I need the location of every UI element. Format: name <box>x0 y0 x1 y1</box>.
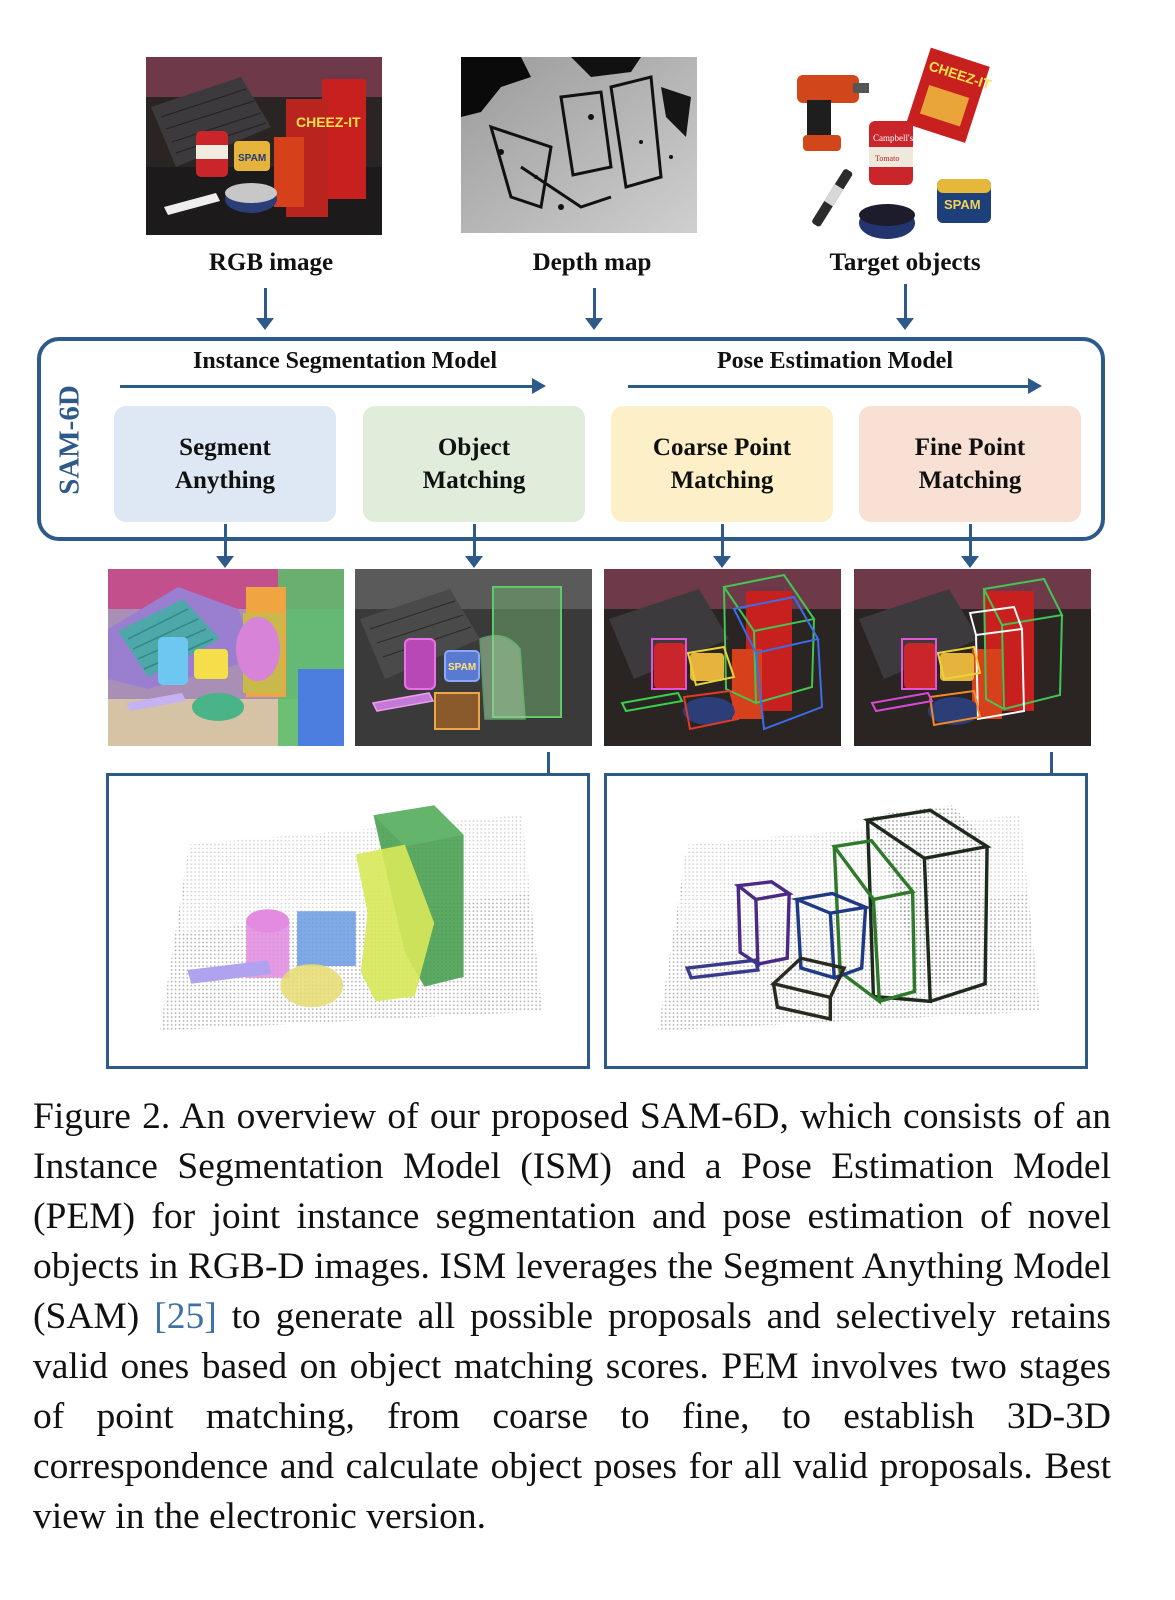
sam6d-framework-box <box>37 337 1105 541</box>
soup-can-object: Campbell's Tomato <box>869 121 914 185</box>
coarse-pose-image <box>604 569 841 746</box>
svg-text:Campbell's: Campbell's <box>873 133 914 143</box>
segment-anything-module: Segment Anything <box>114 406 336 522</box>
object-matching-module: Object Matching <box>363 406 585 522</box>
target-objects-image: CHEEZ-IT Campbell's Tomato SPAM <box>787 45 1002 245</box>
depth-map-label: Depth map <box>532 249 652 276</box>
depth-map <box>461 57 697 233</box>
caption-text-part2: to generate all possible proposals and s… <box>33 1296 1111 1537</box>
spam-text: SPAM <box>238 153 266 164</box>
svg-text:SPAM: SPAM <box>944 197 981 212</box>
citation-link[interactable]: [25] <box>154 1296 217 1337</box>
object-matching-image: SPAM <box>355 569 592 746</box>
marker-object <box>812 169 853 227</box>
caption-text-part1: Figure 2. An overview of our proposed SA… <box>33 1096 1111 1337</box>
cheezit-text: CHEEZ-IT <box>296 114 361 130</box>
tuna-can-object <box>859 204 915 239</box>
ism-pointcloud-panel <box>106 773 590 1069</box>
spam-can-object: SPAM <box>937 179 991 223</box>
ism-title: Instance Segmentation Model <box>193 348 497 374</box>
coarse-point-matching-module: Coarse Point Matching <box>611 406 833 522</box>
rgb-image-label: RGB image <box>208 249 334 276</box>
pem-pointcloud-panel <box>604 773 1088 1069</box>
cheezit-box-object: CHEEZ-IT <box>906 47 994 143</box>
drill-object <box>797 75 869 151</box>
svg-text:Tomato: Tomato <box>875 154 899 163</box>
rgb-image: CHEEZ-IT SPAM <box>146 57 382 235</box>
sam6d-label: SAM-6D <box>53 385 86 495</box>
svg-text:SPAM: SPAM <box>448 662 476 673</box>
sam-segmentation-image <box>108 569 344 746</box>
pem-title: Pose Estimation Model <box>717 348 953 374</box>
fine-pose-image <box>854 569 1091 746</box>
fine-point-matching-module: Fine Point Matching <box>859 406 1081 522</box>
target-objects-label: Target objects <box>829 249 981 276</box>
figure-caption: Figure 2. An overview of our proposed SA… <box>33 1092 1111 1542</box>
